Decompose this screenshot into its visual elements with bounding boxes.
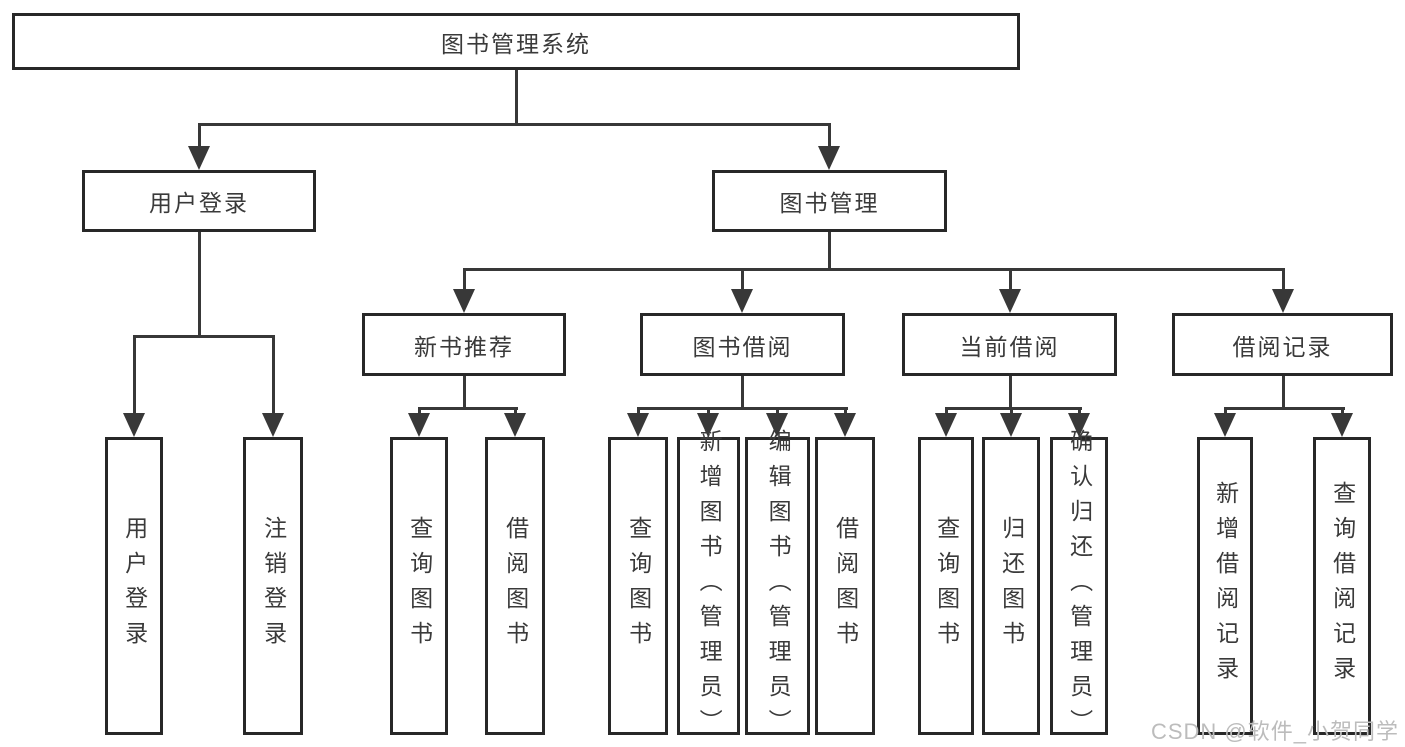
- node-leaf-query-borrow-record: 查询借阅记录: [1313, 437, 1371, 735]
- node-leaf-borrow-book-2: 借阅图书: [815, 437, 875, 735]
- arrow-down-icon: [453, 289, 475, 313]
- node-leaf-query-book-3-label: 查询图书: [933, 516, 960, 656]
- arrow-down-icon: [627, 413, 649, 437]
- node-current-borrow: 当前借阅: [902, 313, 1117, 376]
- node-leaf-user-login-label: 用户登录: [121, 516, 148, 656]
- node-leaf-edit-book-admin: 编辑图书（管理员）: [745, 429, 810, 744]
- connector-line: [741, 376, 744, 407]
- connector-line: [133, 335, 136, 413]
- connector-line: [1341, 407, 1344, 415]
- node-leaf-borrow-book-1-label: 借阅图书: [502, 516, 529, 656]
- node-new-book-recommend: 新书推荐: [362, 313, 566, 376]
- node-leaf-user-login: 用户登录: [105, 437, 163, 735]
- connector-line: [198, 123, 201, 147]
- connector-line: [945, 407, 948, 415]
- connector-line: [828, 123, 831, 147]
- connector-line: [463, 268, 1285, 271]
- node-book-mgmt-label: 图书管理: [779, 190, 880, 216]
- connector-line: [1009, 376, 1012, 407]
- arrow-down-icon: [188, 146, 210, 170]
- node-root-label: 图书管理系统: [441, 30, 591, 57]
- connector-line: [776, 407, 779, 415]
- node-leaf-add-book-admin: 新增图书（管理员）: [677, 429, 740, 744]
- arrow-down-icon: [834, 413, 856, 437]
- connector-line: [1078, 407, 1081, 415]
- connector-line: [844, 407, 847, 415]
- connector-line: [637, 407, 640, 415]
- arrow-down-icon: [935, 413, 957, 437]
- connector-line: [1282, 376, 1285, 407]
- connector-line: [198, 123, 831, 126]
- connector-line: [1224, 407, 1345, 410]
- node-leaf-logout: 注销登录: [243, 437, 303, 735]
- node-leaf-borrow-book-1: 借阅图书: [485, 437, 545, 735]
- node-leaf-logout-label: 注销登录: [260, 516, 287, 656]
- connector-line: [945, 407, 1082, 410]
- arrow-down-icon: [262, 413, 284, 437]
- node-leaf-query-book-1-label: 查询图书: [406, 516, 433, 656]
- connector-line: [272, 335, 275, 413]
- connector-line: [707, 407, 710, 415]
- node-leaf-borrow-book-2-label: 借阅图书: [832, 516, 859, 656]
- node-root: 图书管理系统: [12, 13, 1020, 70]
- arrow-down-icon: [731, 289, 753, 313]
- node-user-login-label: 用户登录: [149, 190, 249, 216]
- connector-line: [418, 407, 421, 415]
- node-new-book-recommend-label: 新书推荐: [414, 333, 514, 360]
- node-leaf-query-book-3: 查询图书: [918, 437, 974, 735]
- connector-line: [514, 407, 517, 415]
- node-leaf-query-borrow-record-label: 查询借阅记录: [1329, 481, 1356, 691]
- node-leaf-confirm-return-admin: 确认归还（管理员）: [1050, 429, 1108, 744]
- connector-line: [1224, 407, 1227, 415]
- node-leaf-add-borrow-record: 新增借阅记录: [1197, 437, 1253, 735]
- node-leaf-confirm-return-admin-label: 确认归还（管理员）: [1066, 428, 1093, 744]
- arrow-down-icon: [1272, 289, 1294, 313]
- node-current-borrow-label: 当前借阅: [959, 333, 1060, 360]
- arrow-down-icon: [766, 413, 788, 437]
- arrow-down-icon: [697, 413, 719, 437]
- arrow-down-icon: [1214, 413, 1236, 437]
- node-leaf-add-borrow-record-label: 新增借阅记录: [1212, 481, 1239, 691]
- connector-line: [1010, 407, 1013, 415]
- node-leaf-edit-book-admin-label: 编辑图书（管理员）: [765, 428, 792, 744]
- connector-line: [198, 232, 201, 335]
- connector-line: [741, 268, 744, 289]
- node-leaf-return-book: 归还图书: [982, 437, 1040, 735]
- connector-line: [637, 407, 848, 410]
- arrow-down-icon: [504, 413, 526, 437]
- connector-line: [133, 335, 275, 338]
- connector-line: [463, 268, 466, 289]
- connector-line: [515, 70, 518, 123]
- node-book-borrow: 图书借阅: [640, 313, 845, 376]
- connector-line: [1282, 268, 1285, 289]
- node-leaf-query-book-2: 查询图书: [608, 437, 668, 735]
- connector-line: [463, 376, 466, 407]
- arrow-down-icon: [1000, 413, 1022, 437]
- connector-line: [828, 232, 831, 268]
- node-leaf-add-book-admin-label: 新增图书（管理员）: [696, 428, 723, 744]
- arrow-down-icon: [1068, 413, 1090, 437]
- arrow-down-icon: [408, 413, 430, 437]
- node-leaf-query-book-1: 查询图书: [390, 437, 448, 735]
- arrow-down-icon: [123, 413, 145, 437]
- arrow-down-icon: [999, 289, 1021, 313]
- node-leaf-return-book-label: 归还图书: [998, 516, 1025, 656]
- node-leaf-query-book-2-label: 查询图书: [625, 516, 652, 656]
- arrow-down-icon: [818, 146, 840, 170]
- csdn-watermark: CSDN @软件_小贺同学: [1150, 719, 1399, 744]
- node-borrow-record-label: 借阅记录: [1232, 333, 1333, 360]
- node-book-borrow-label: 图书借阅: [692, 333, 793, 360]
- connector-line: [418, 407, 518, 410]
- node-borrow-record: 借阅记录: [1172, 313, 1393, 376]
- node-book-mgmt: 图书管理: [712, 170, 947, 232]
- connector-line: [1009, 268, 1012, 289]
- arrow-down-icon: [1331, 413, 1353, 437]
- node-user-login: 用户登录: [82, 170, 316, 232]
